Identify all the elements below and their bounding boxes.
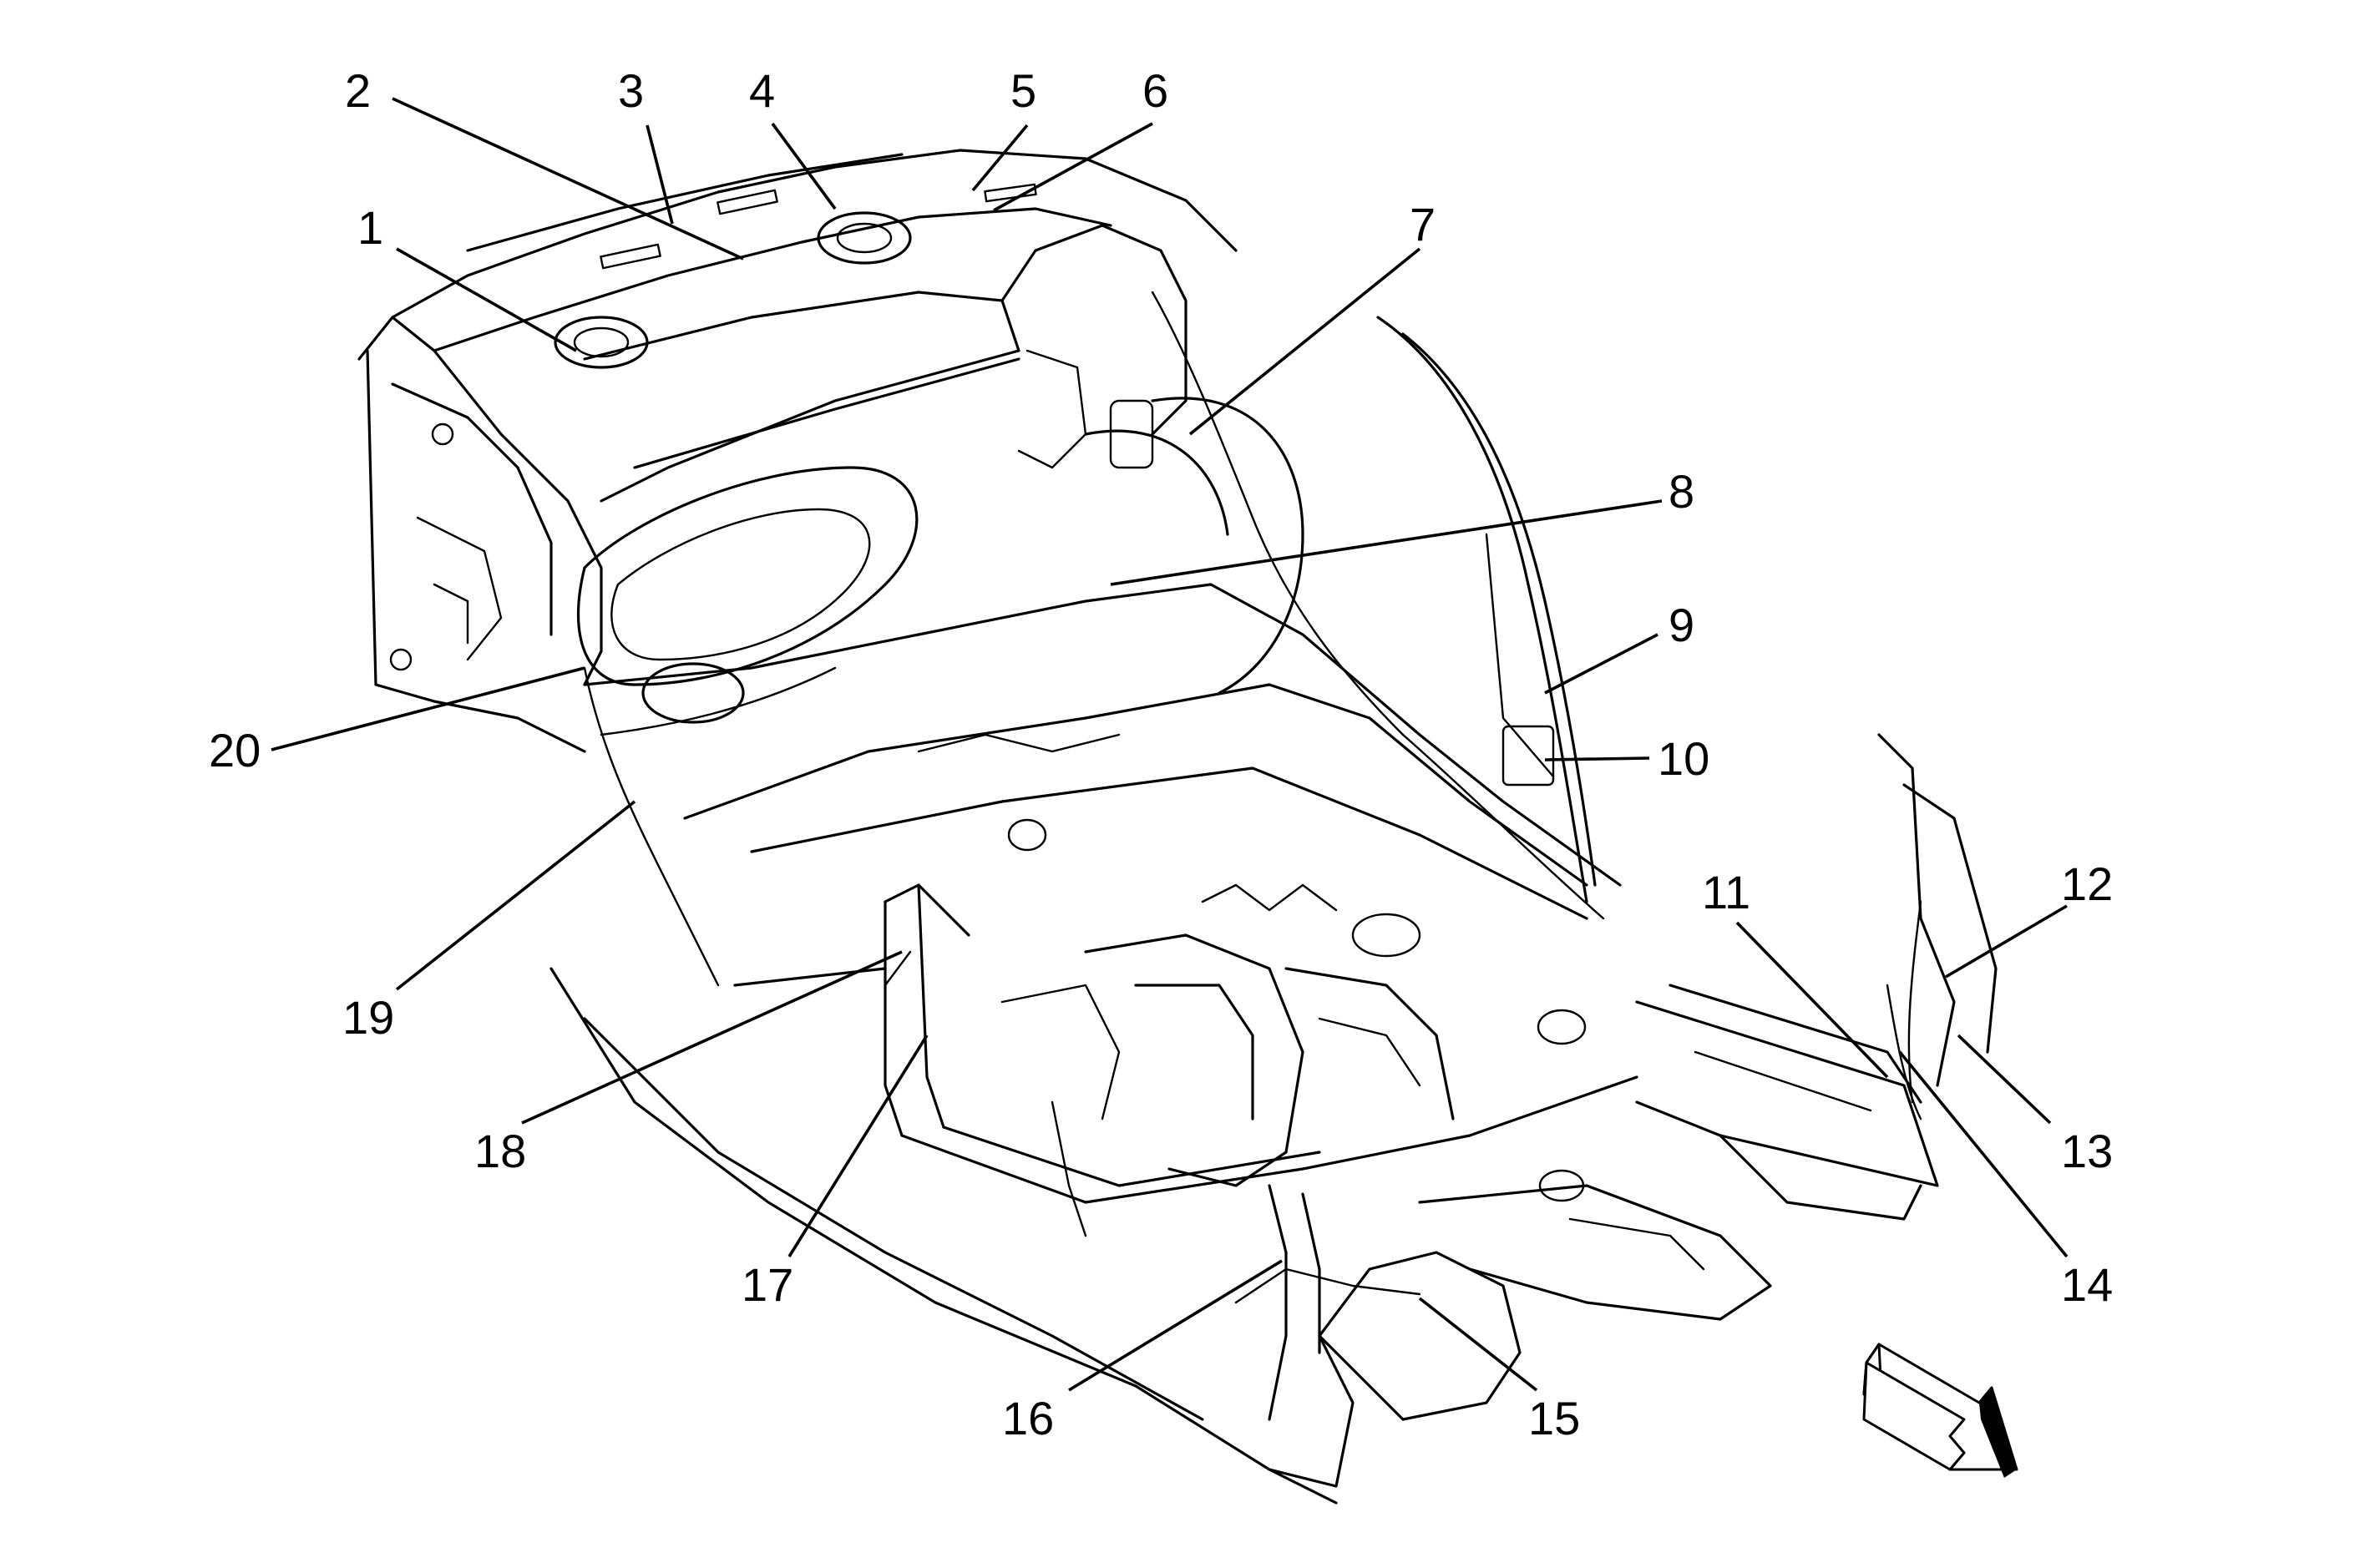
callout-3: 3 [618,64,644,117]
leader-13 [1957,1034,2052,1125]
callout-8: 8 [1669,465,1694,518]
leader-4 [771,122,837,210]
callout-16: 16 [1002,1392,1054,1444]
callout-13: 13 [2061,1125,2113,1177]
leader-lines [271,97,2069,1392]
leader-9 [1544,633,1658,695]
callout-9: 9 [1669,599,1694,651]
callout-12: 12 [2061,857,2113,910]
callout-4: 4 [749,64,775,117]
leader-17 [787,1034,929,1257]
callout-6: 6 [1142,64,1168,117]
callout-19: 19 [342,991,394,1044]
leader-19 [395,800,636,991]
leader-2 [392,97,744,261]
leader-6 [993,122,1153,212]
callout-7: 7 [1410,198,1436,250]
callout-10: 10 [1658,732,1709,785]
callout-15: 15 [1528,1392,1580,1444]
callout-2: 2 [345,64,371,117]
callout-5: 5 [1010,64,1036,117]
callout-17: 17 [742,1258,793,1311]
view-direction-arrow-icon [1862,1343,2018,1478]
leader-3 [646,124,674,225]
leader-10 [1544,756,1650,761]
rear-body-structure [357,149,1998,1505]
callout-14: 14 [2061,1258,2113,1311]
leader-16 [1068,1259,1283,1392]
callout-labels: 1 2 3 4 5 6 7 8 9 10 11 12 13 14 15 16 1… [209,64,2113,1444]
callout-20: 20 [209,724,261,776]
leader-5 [971,124,1029,192]
leader-15 [1418,1297,1538,1392]
callout-11: 11 [1702,866,1750,918]
leader-12 [1945,904,2068,979]
leader-7 [1188,247,1421,436]
callout-18: 18 [474,1125,526,1177]
leader-1 [396,247,577,352]
leader-8 [1110,499,1663,586]
callout-1: 1 [357,201,383,254]
leader-14 [1898,1050,2069,1258]
leader-18 [521,950,903,1125]
leader-11 [1735,921,1889,1079]
leader-20 [271,666,585,751]
